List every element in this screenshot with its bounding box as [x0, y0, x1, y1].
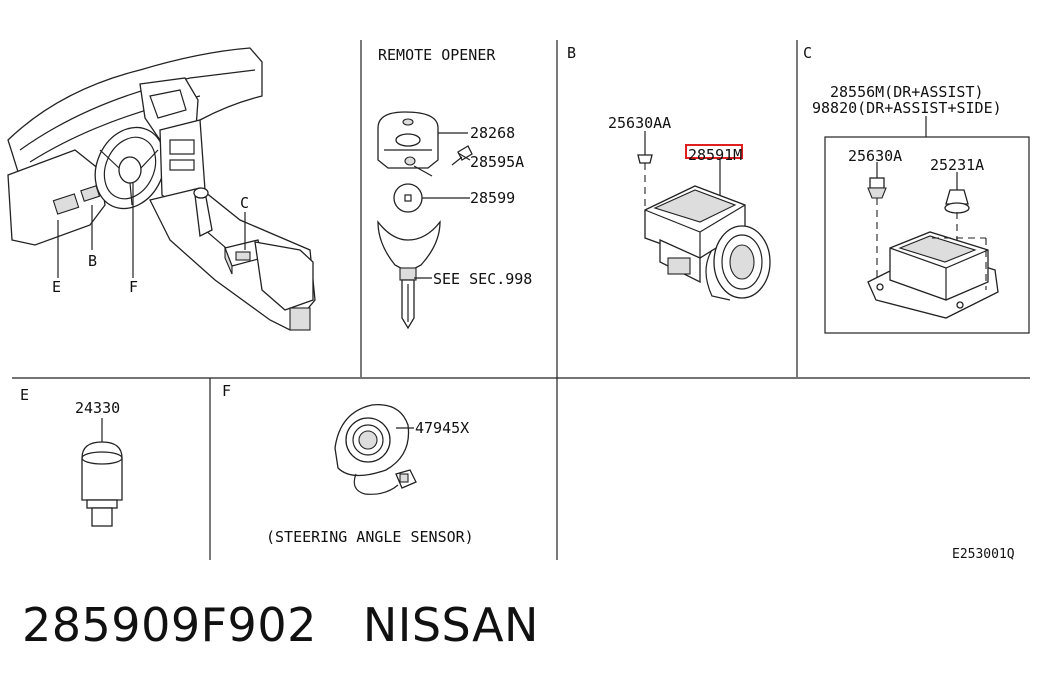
steering-angle-sensor-drawing [334, 404, 417, 495]
callout-b: B [88, 252, 97, 270]
part-28595a-label: 28595A [470, 153, 524, 171]
stop-lamp-switch-drawing [81, 418, 123, 527]
airbag-unit-frame [824, 136, 1030, 334]
part-25231a-label: 25231A [930, 156, 984, 174]
remote-opener-drawing [377, 111, 473, 330]
part-25630aa-label: 25630AA [608, 114, 671, 132]
footer-brand: NISSAN [362, 598, 539, 652]
part-47945x-label: 47945X [415, 419, 469, 437]
panel-f-letter: F [222, 382, 231, 400]
diagram-code: E253001Q [952, 547, 1015, 562]
callout-e: E [52, 278, 61, 296]
footer-caption: 285909F902 NISSAN [22, 598, 539, 652]
part-28556m-label: 28556M(DR+ASSIST) [830, 83, 984, 101]
dashboard-overview-drawing [7, 47, 316, 331]
panel-c-letter: C [803, 44, 812, 62]
panel-b-letter: B [567, 44, 576, 62]
steering-angle-sensor-caption: (STEERING ANGLE SENSOR) [266, 528, 474, 546]
see-sec-998-label: SEE SEC.998 [433, 270, 532, 288]
callout-c: C [240, 194, 249, 212]
panel-dividers [12, 40, 1030, 560]
part-25630a-label: 25630A [848, 147, 902, 165]
remote-opener-title: REMOTE OPENER [378, 46, 496, 64]
parts-diagram: E B F C REMOTE OPENER 28268 28595A 28599… [7, 40, 1030, 562]
part-28591m-label: 28591M [688, 146, 742, 164]
part-28268-label: 28268 [470, 124, 515, 142]
highlight-box [685, 144, 743, 159]
footer-part-number: 285909F902 [22, 598, 317, 652]
ignition-module-drawing [637, 131, 771, 301]
part-24330-label: 24330 [75, 399, 120, 417]
airbag-sensor-drawing [867, 162, 999, 319]
panel-e-letter: E [20, 386, 29, 404]
callout-f: F [129, 278, 138, 296]
part-98820-label: 98820(DR+ASSIST+SIDE) [812, 99, 1002, 117]
part-28599-label: 28599 [470, 189, 515, 207]
